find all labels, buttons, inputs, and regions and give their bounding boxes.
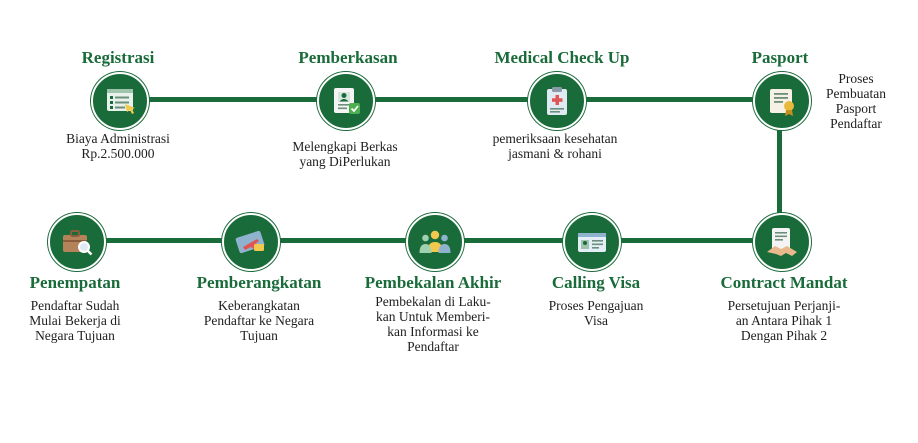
step-desc-medical-check-up: pemeriksaan kesehatan jasmani & rohani <box>492 131 618 161</box>
step-node-contract-mandat <box>753 213 811 271</box>
step-title-calling-visa: Calling Visa <box>551 273 641 292</box>
step-title-contract-mandat: Contract Mandat <box>720 273 848 292</box>
step-title-registrasi: Registrasi <box>81 48 155 67</box>
step-desc-registrasi: Biaya Administrasi Rp.2.500.000 <box>66 131 170 161</box>
step-desc-contract-mandat: Persetujuan Perjanji- an Antara Pihak 1 … <box>727 298 841 343</box>
step-node-penempatan <box>48 213 106 271</box>
briefcase-search-icon <box>63 230 93 256</box>
step-desc-pembekalan-akhir: Pembekalan di Laku- kan Untuk Memberi- k… <box>375 294 491 354</box>
step-title-pemberangkatan: Pemberangkatan <box>196 273 322 292</box>
step-title-pasport: Pasport <box>751 48 809 67</box>
step-desc-penempatan: Pendaftar Sudah Mulai Bekerja di Negara … <box>29 298 121 343</box>
step-node-pembekalan-akhir <box>406 213 464 271</box>
step-title-medical-check-up: Medical Check Up <box>494 48 630 67</box>
step-node-pemberangkatan <box>222 213 280 271</box>
step-node-registrasi <box>91 72 149 130</box>
step-desc-pemberangkatan: Keberangkatan Pendaftar ke Negara Tujuan <box>203 298 315 343</box>
visa-card-icon <box>578 233 606 252</box>
connector-right-vertical <box>777 97 782 243</box>
step-title-pembekalan-akhir: Pembekalan Akhir <box>364 273 502 292</box>
step-title-pemberkasan: Pemberkasan <box>298 48 398 67</box>
checklist-form-icon <box>107 89 135 114</box>
connector-top-row <box>118 97 780 102</box>
step-title-penempatan: Penempatan <box>29 273 121 292</box>
step-desc-pemberkasan: Melengkapi Berkas yang DiPerlukan <box>292 139 398 169</box>
step-node-medical-check-up <box>528 72 586 130</box>
step-node-pasport <box>753 72 811 130</box>
plane-ticket-icon <box>235 230 265 254</box>
step-desc-calling-visa: Proses Pengajuan Visa <box>548 298 644 328</box>
document-check-icon <box>334 88 360 114</box>
step-desc-pasport: Proses Pembuatan Pasport Pendaftar <box>826 71 886 131</box>
group-people-icon <box>419 230 451 253</box>
step-node-pemberkasan <box>317 72 375 130</box>
step-node-calling-visa <box>563 213 621 271</box>
contract-handshake-icon <box>767 228 797 256</box>
medical-clipboard-icon <box>547 87 567 115</box>
certificate-icon <box>770 89 794 116</box>
